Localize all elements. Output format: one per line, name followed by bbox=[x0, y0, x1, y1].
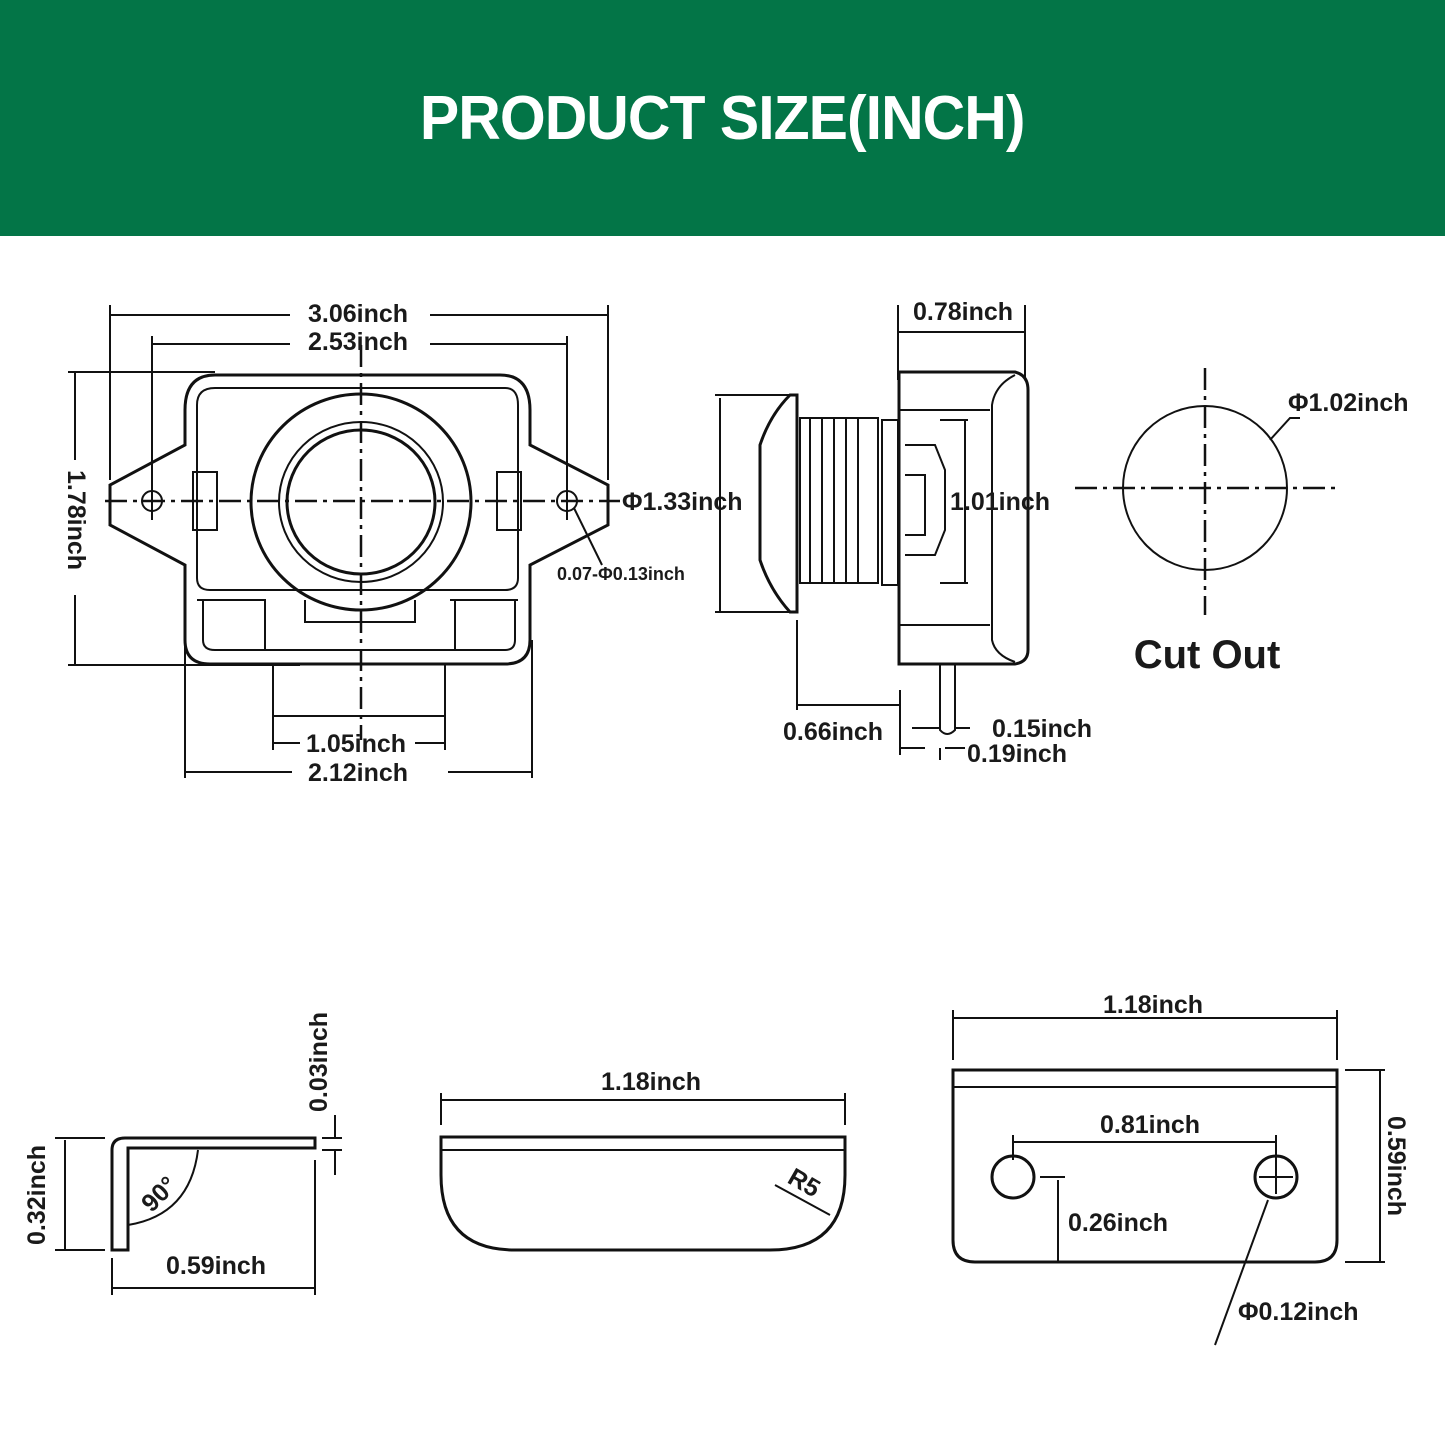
dim-bracket-hole-height: 0.26inch bbox=[1068, 1209, 1168, 1237]
dim-button-diameter: Φ1.33inch bbox=[622, 488, 743, 516]
dim-tab-width: 1.05inch bbox=[306, 730, 406, 758]
dim-bracket-front-width: 1.18inch bbox=[1103, 991, 1203, 1019]
dim-bracket-length: 0.59inch bbox=[166, 1252, 266, 1280]
page-title: PRODUCT SIZE(INCH) bbox=[420, 83, 1026, 153]
dim-bracket-front-height: 0.59inch bbox=[1382, 1116, 1410, 1216]
dim-bracket-thickness: 0.03inch bbox=[305, 1012, 333, 1112]
dim-body-depth: 0.78inch bbox=[913, 298, 1013, 326]
radius-label: R5 bbox=[783, 1163, 825, 1203]
dim-bracket-top-width: 1.18inch bbox=[601, 1068, 701, 1096]
dim-body-width: 2.12inch bbox=[308, 759, 408, 787]
dim-cutout-diameter: Φ1.02inch bbox=[1288, 389, 1409, 417]
dim-button-protrusion: 0.66inch bbox=[783, 718, 883, 746]
dim-bracket-hole-diameter: Φ0.12inch bbox=[1238, 1298, 1359, 1326]
dim-bracket-hole-spacing: 0.81inch bbox=[1100, 1111, 1200, 1139]
bracket-side-view: 0.32inch 0.03inch 90° 0.59inch bbox=[23, 1012, 342, 1295]
dim-bracket-height: 0.32inch bbox=[23, 1145, 51, 1245]
bracket-top-view: 1.18inch R5 bbox=[439, 1068, 847, 1252]
angle-label: 90° bbox=[136, 1171, 183, 1218]
front-view: 3.06inch 2.53inch 1.78inch Φ1.33inch 0.0… bbox=[62, 300, 743, 787]
cut-out-view: Φ1.02inch Cut Out bbox=[1075, 368, 1409, 677]
bracket-front-view: 1.18inch 0.81inch 0.59inch 0.26inch Φ0.1… bbox=[951, 991, 1410, 1346]
cut-out-label: Cut Out bbox=[1134, 633, 1281, 677]
dim-pin-width: 0.15inch bbox=[992, 715, 1092, 743]
dim-overall-width: 3.06inch bbox=[308, 300, 408, 328]
dim-inner-height: 1.01inch bbox=[950, 488, 1050, 516]
dim-hole-spacing: 2.53inch bbox=[308, 328, 408, 356]
dim-hole-spec: 0.07-Φ0.13inch bbox=[557, 564, 685, 584]
dim-pin-offset: 0.19inch bbox=[967, 740, 1067, 768]
header-banner: PRODUCT SIZE(INCH) bbox=[0, 0, 1445, 236]
side-view: 0.78inch 1.01inch 0.66inch 0.15inch 0.19… bbox=[715, 298, 1092, 768]
dim-height: 1.78inch bbox=[62, 470, 90, 570]
